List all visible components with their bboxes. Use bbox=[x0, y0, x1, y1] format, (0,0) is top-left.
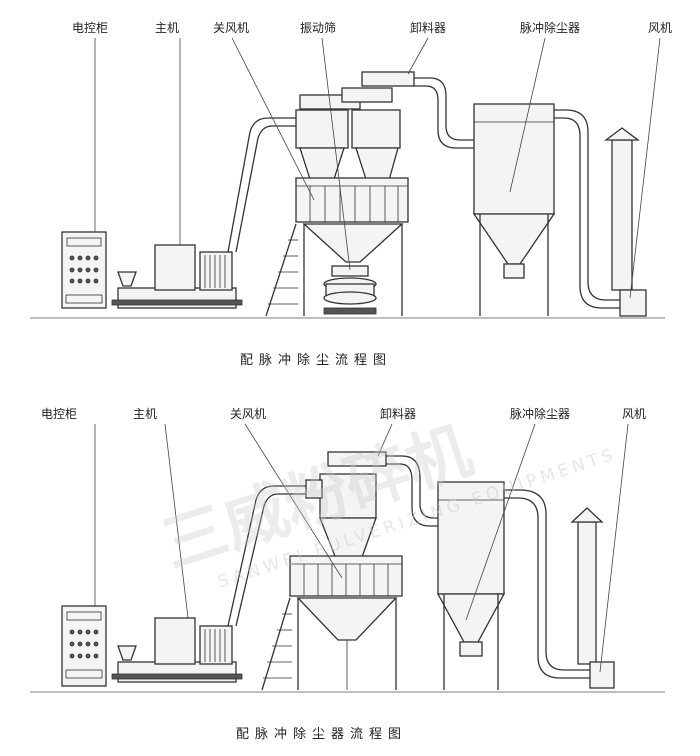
main-machine-drawing bbox=[111, 244, 243, 309]
vibrating-screen-drawing bbox=[323, 265, 377, 315]
platform-and-hopper-bottom bbox=[261, 555, 403, 691]
label-airlock-fan: 关风机 bbox=[213, 21, 249, 35]
bottom-flow-diagram: 电控柜 主机 关风机 卸料器 脉冲除尘器 风机 配脉冲除尘器流程图 bbox=[30, 406, 665, 742]
pulse-dust-collector-bottom bbox=[436, 481, 506, 690]
duct-to-fan-top bbox=[554, 109, 622, 301]
label-main-machine: 主机 bbox=[155, 21, 179, 35]
leader-lines-bottom bbox=[94, 423, 629, 673]
top-flow-diagram: 电控柜 主机 关风机 振动筛 卸料器 脉冲除尘器 风机 配脉冲除尘流程图 bbox=[30, 20, 672, 368]
label-fan: 风机 bbox=[622, 407, 646, 421]
duct-to-collector-top bbox=[414, 77, 474, 141]
control-cabinet-drawing bbox=[61, 605, 107, 687]
label-control-cabinet: 电控柜 bbox=[41, 407, 77, 421]
label-pulse-dust-collector: 脉冲除尘器 bbox=[510, 406, 570, 421]
label-discharger: 卸料器 bbox=[410, 20, 446, 35]
label-main-machine: 主机 bbox=[133, 407, 157, 421]
caption-bottom: 配脉冲除尘器流程图 bbox=[236, 727, 407, 742]
main-machine-drawing bbox=[111, 617, 243, 683]
platform-and-hopper-top bbox=[265, 177, 409, 317]
label-control-cabinet: 电控柜 bbox=[72, 21, 108, 35]
fan-drawing-bottom bbox=[570, 507, 615, 689]
label-fan: 风机 bbox=[648, 21, 672, 35]
caption-top: 配脉冲除尘流程图 bbox=[240, 353, 392, 368]
leader-lines-top bbox=[94, 37, 661, 299]
duct-to-fan-bottom bbox=[504, 489, 590, 671]
label-vibrating-screen: 振动筛 bbox=[300, 20, 336, 35]
duct-to-collector-bottom bbox=[386, 455, 438, 519]
label-discharger: 卸料器 bbox=[380, 406, 416, 421]
fan-drawing-top bbox=[604, 127, 647, 317]
pulse-dust-collector-top bbox=[472, 103, 556, 316]
conveying-duct-bottom bbox=[227, 485, 306, 627]
conveying-duct-top bbox=[227, 117, 300, 253]
label-airlock-fan: 关风机 bbox=[230, 407, 266, 421]
control-cabinet-drawing bbox=[61, 231, 107, 309]
label-pulse-dust-collector: 脉冲除尘器 bbox=[520, 20, 580, 35]
